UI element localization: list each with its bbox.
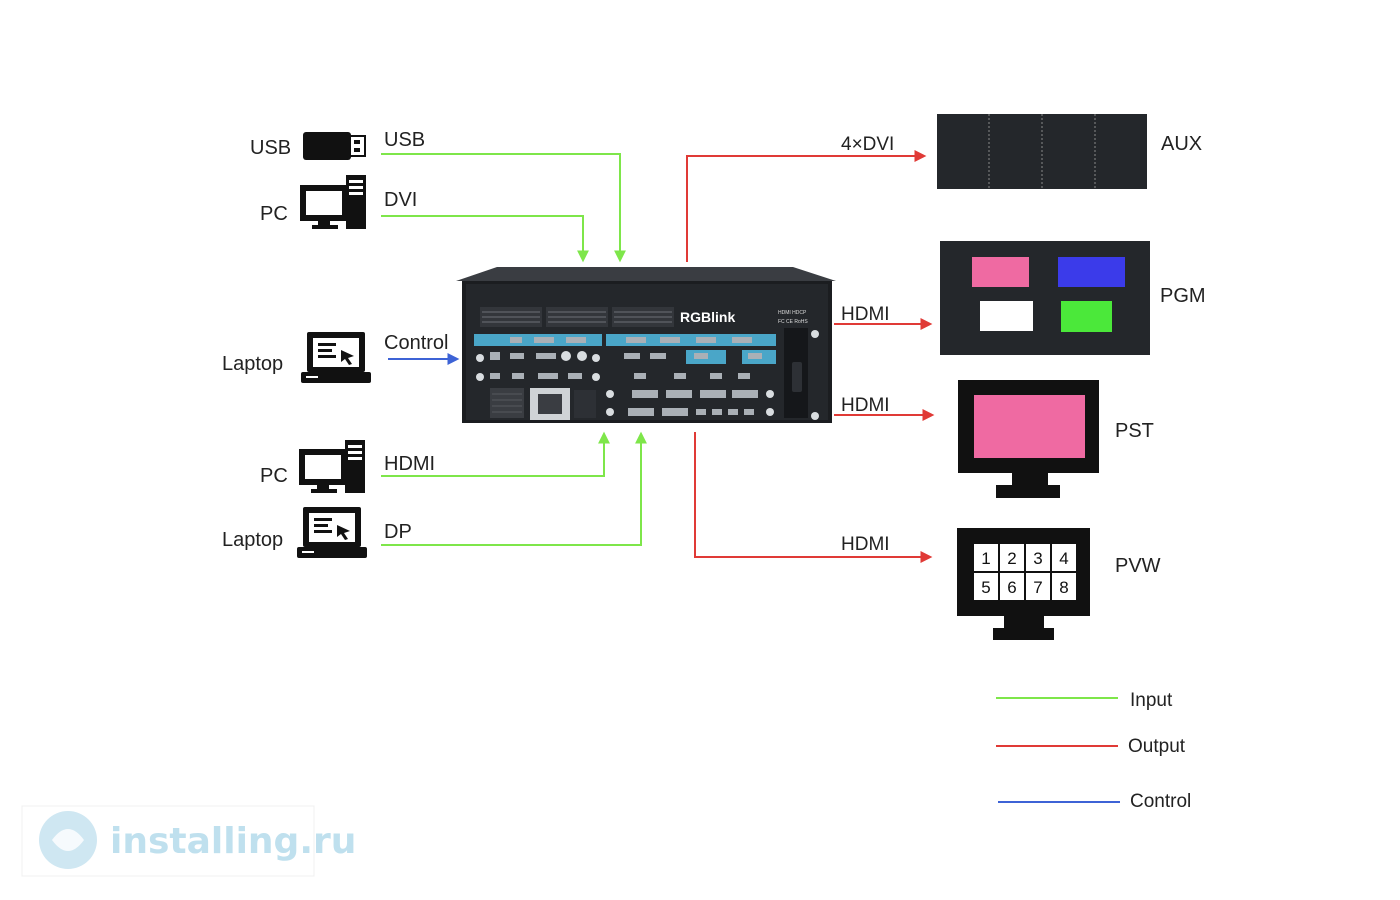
- laptop-control-icon: [301, 332, 371, 383]
- hdmi-input-line: [381, 431, 610, 477]
- legend-input-label: Input: [1130, 690, 1173, 711]
- pvw-cell-7: 7: [1033, 578, 1042, 597]
- laptop-dp-signal-label: DP: [384, 521, 412, 543]
- aux-output-label: AUX: [1161, 133, 1202, 155]
- legend: Input Output Control: [996, 690, 1191, 812]
- processor-badge: HDMI HDCP: [778, 310, 807, 316]
- pvw-cell-2: 2: [1007, 549, 1016, 568]
- pc-hdmi-computer-icon: [299, 440, 365, 493]
- video-processor-device: RGBlink HDMI HDCP FC CE RoHS: [456, 267, 836, 423]
- laptop-control-signal-label: Control: [384, 332, 448, 354]
- legend-control-label: Control: [1130, 791, 1191, 812]
- pgm-display: [940, 241, 1150, 355]
- pst-monitor: [958, 380, 1099, 498]
- pst-signal-label: HDMI: [841, 395, 890, 416]
- dvi-input-line: [381, 215, 589, 263]
- aux-signal-label: 4×DVI: [841, 134, 894, 155]
- processor-brand: RGBlink: [680, 309, 735, 325]
- laptop-dp-device-label: Laptop: [222, 529, 283, 551]
- watermark: installing.ru: [21, 805, 356, 877]
- pc-hdmi-signal-label: HDMI: [384, 453, 435, 475]
- pvw-cell-8: 8: [1059, 578, 1068, 597]
- pc-dvi-computer-icon: [300, 175, 366, 229]
- pvw-cell-6: 6: [1007, 578, 1016, 597]
- usb-stick-icon: [303, 132, 366, 160]
- pvw-output-label: PVW: [1115, 555, 1161, 577]
- legend-output-label: Output: [1128, 736, 1186, 757]
- aux-display-wall: [937, 114, 1147, 189]
- pvw-output-line: [694, 432, 933, 563]
- pc-dvi-signal-label: DVI: [384, 189, 417, 211]
- laptop-dp-icon: [297, 507, 367, 558]
- pc-dvi-device-label: PC: [260, 203, 288, 225]
- pvw-cell-1: 1: [981, 549, 990, 568]
- aux-output-line: [686, 150, 927, 262]
- processor-marks: FC CE RoHS: [778, 319, 808, 325]
- pvw-cell-3: 3: [1033, 549, 1042, 568]
- pgm-signal-label: HDMI: [841, 304, 890, 325]
- pc-hdmi-device-label: PC: [260, 465, 288, 487]
- usb-device-label: USB: [250, 137, 291, 159]
- pvw-cell-4: 4: [1059, 549, 1068, 568]
- watermark-text: installing.ru: [110, 821, 356, 862]
- pvw-signal-label: HDMI: [841, 534, 890, 555]
- usb-signal-label: USB: [384, 129, 425, 151]
- pst-output-label: PST: [1115, 420, 1154, 442]
- usb-input-line: [381, 153, 626, 263]
- pvw-cell-5: 5: [981, 578, 990, 597]
- dp-input-line: [381, 431, 647, 546]
- pgm-output-label: PGM: [1160, 285, 1206, 307]
- laptop-control-device-label: Laptop: [222, 353, 283, 375]
